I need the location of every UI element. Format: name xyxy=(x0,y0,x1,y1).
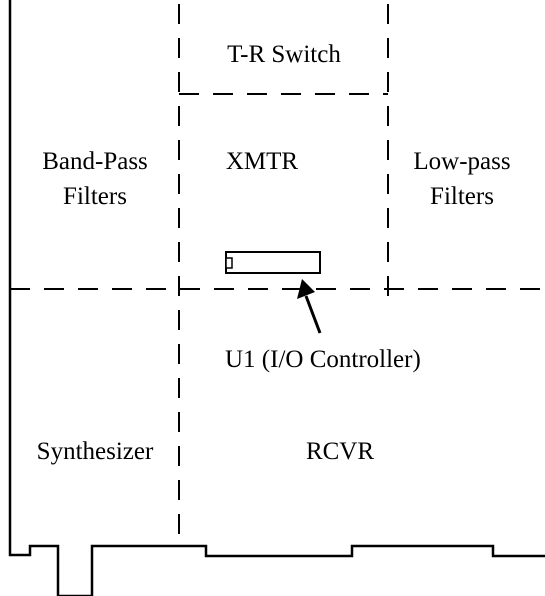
u1-pin1-marker xyxy=(225,257,233,269)
label-synthesizer: Synthesizer xyxy=(37,438,154,465)
region-dividers xyxy=(10,4,545,545)
label-low-pass-line2: Filters xyxy=(430,183,494,210)
label-u1-controller: U1 (I/O Controller) xyxy=(225,346,421,373)
u1-arrow-shaft xyxy=(304,295,322,334)
board-outline xyxy=(8,0,545,596)
label-xmtr: XMTR xyxy=(226,148,299,175)
label-band-pass-line2: Filters xyxy=(63,183,127,210)
label-low-pass-line1: Low-pass xyxy=(413,148,510,175)
u1-chip xyxy=(225,251,321,274)
label-tr-switch: T-R Switch xyxy=(227,41,341,68)
label-rcvr: RCVR xyxy=(306,438,374,465)
label-band-pass-line1: Band-Pass xyxy=(42,148,148,175)
u1-arrow-head xyxy=(297,279,315,299)
